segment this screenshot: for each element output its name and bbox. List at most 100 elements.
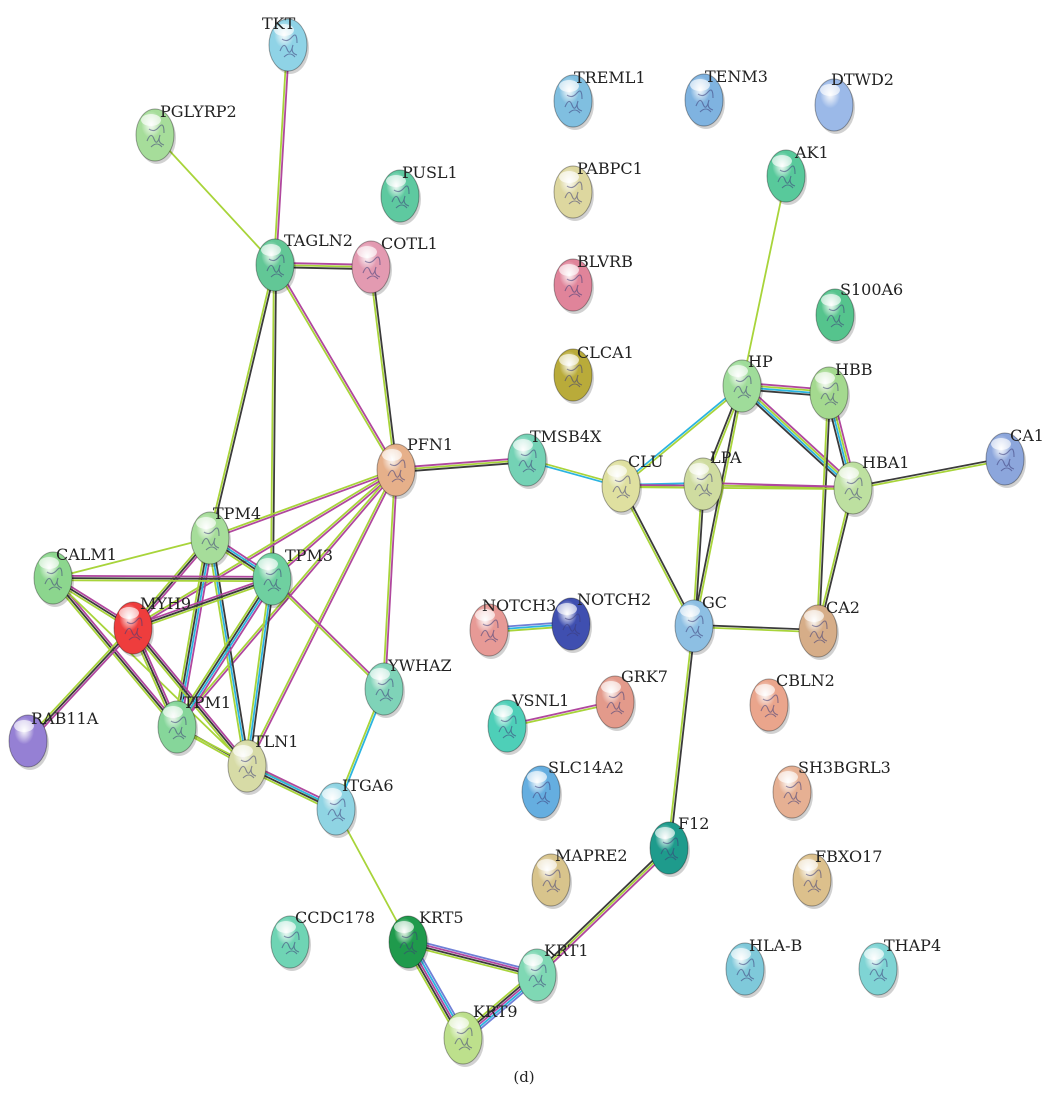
node-pusl1[interactable]: PUSL1	[380, 163, 458, 225]
node-clca1[interactable]: CLCA1	[553, 343, 634, 404]
edge-strand-yellow-green	[270, 578, 385, 691]
edge-strand-yellow-green	[52, 579, 273, 583]
edge-strand-magenta	[743, 382, 857, 487]
edge-hba1-ca1	[851, 457, 1007, 490]
figure-caption: (d)	[513, 1068, 534, 1086]
protein-structure-icon	[869, 958, 888, 982]
node-pglyrp2[interactable]: PGLYRP2	[135, 102, 237, 164]
node-clu[interactable]: CLU	[601, 452, 663, 515]
node-hla-b[interactable]: HLA-B	[725, 936, 802, 998]
edges-layer	[25, 44, 1007, 1043]
node-s100a6[interactable]: S100A6	[815, 280, 903, 344]
node-notch2[interactable]: NOTCH2	[551, 590, 651, 653]
node-treml1[interactable]: TREML1	[553, 68, 646, 130]
edge-strand-yellow-green	[25, 625, 133, 741]
node-label-lpa: LPA	[710, 448, 742, 467]
protein-structure-icon	[564, 181, 583, 205]
node-highlight	[655, 827, 675, 839]
node-tmsb4x[interactable]: TMSB4X	[507, 427, 602, 489]
node-slc14a2[interactable]: SLC14A2	[521, 758, 624, 821]
node-hp[interactable]: HP	[722, 352, 773, 415]
protein-structure-icon	[736, 958, 755, 982]
node-highlight	[537, 859, 557, 871]
protein-structure-icon	[820, 382, 839, 406]
node-thap4[interactable]: THAP4	[858, 936, 941, 998]
node-ak1[interactable]: AK1	[766, 143, 829, 205]
node-label-tpm4: TPM4	[213, 504, 261, 523]
node-label-s100a6: S100A6	[840, 280, 903, 299]
protein-structure-icon	[606, 691, 625, 715]
node-hbb[interactable]: HBB	[809, 360, 872, 422]
node-highlight	[772, 155, 792, 167]
node-vsnl1[interactable]: VSNL1	[487, 691, 569, 755]
edge-strand-yellow-green	[154, 134, 276, 266]
edge-tagln2-pfn1	[273, 263, 398, 472]
node-label-gc: GC	[702, 593, 727, 612]
edge-strand-yellow-green	[208, 468, 397, 538]
node-label-krt1: KRT1	[544, 941, 589, 960]
node-label-tagln2: TAGLN2	[284, 231, 353, 250]
edge-strand-yellow-green	[270, 468, 397, 580]
node-hba1[interactable]: HBA1	[833, 453, 909, 517]
node-label-dtwd2: DTWD2	[831, 70, 894, 89]
edge-hbb-ca2	[816, 392, 831, 632]
node-itga6[interactable]: ITGA6	[316, 776, 394, 838]
node-label-krt5: KRT5	[419, 908, 464, 927]
node-lpa[interactable]: LPA	[683, 448, 742, 513]
edge-pfn1-tmsb4x	[394, 456, 529, 474]
node-tpm4[interactable]: TPM4	[190, 504, 261, 567]
node-cbln2[interactable]: CBLN2	[749, 671, 835, 734]
node-dtwd2[interactable]: DTWD2	[814, 70, 894, 134]
node-gc[interactable]: GC	[674, 593, 727, 655]
edge-pfn1-tln1	[245, 468, 398, 768]
node-ca2[interactable]: CA2	[798, 598, 860, 660]
protein-structure-icon	[783, 781, 802, 805]
node-sh3bgrl3[interactable]: SH3BGRL3	[772, 758, 891, 821]
edge-strand-yellow-green	[620, 385, 744, 488]
node-tkt[interactable]: TKT	[262, 14, 309, 74]
node-ccdc178[interactable]: CCDC178	[270, 908, 375, 971]
node-rab11a[interactable]: RAB11A	[8, 709, 99, 770]
node-ca1[interactable]: CA1	[985, 426, 1044, 488]
node-label-blvrb: BLVRB	[577, 252, 633, 271]
node-tpm1[interactable]: TPM1	[157, 693, 231, 756]
node-ywhaz[interactable]: YWHAZ	[364, 656, 452, 718]
node-pabpc1[interactable]: PABPC1	[553, 159, 643, 221]
node-tagln2[interactable]: TAGLN2	[255, 231, 353, 294]
node-label-clu: CLU	[628, 452, 663, 471]
node-label-tpm1: TPM1	[183, 693, 231, 712]
protein-structure-icon	[733, 375, 752, 399]
node-blvrb[interactable]: BLVRB	[553, 252, 633, 314]
edge-strand-dark	[175, 577, 272, 728]
node-krt5[interactable]: KRT5	[388, 908, 464, 971]
protein-structure-icon	[279, 34, 298, 58]
protein-structure-icon	[760, 694, 779, 718]
node-fbxo17[interactable]: FBXO17	[792, 847, 882, 909]
node-mapre2[interactable]: MAPRE2	[531, 846, 628, 909]
node-grk7[interactable]: GRK7	[595, 667, 668, 731]
edge-strand-yellow-green	[536, 847, 670, 976]
node-f12[interactable]: F12	[649, 814, 709, 877]
node-tenm3[interactable]: TENM3	[684, 67, 768, 129]
edge-strand-yellow-green	[130, 628, 247, 769]
node-myh9[interactable]: MYH9	[113, 594, 191, 657]
edge-calm1-tpm3	[52, 574, 273, 583]
node-tln1[interactable]: TLN1	[227, 732, 298, 795]
node-pfn1[interactable]: PFN1	[376, 435, 453, 499]
edge-myh9-tpm3	[131, 576, 274, 631]
node-label-tenm3: TENM3	[705, 67, 768, 86]
protein-structure-icon	[362, 256, 381, 280]
edge-strand-yellow-green	[245, 468, 396, 767]
node-tpm3[interactable]: TPM3	[252, 546, 333, 608]
node-notch3[interactable]: NOTCH3	[469, 596, 556, 659]
edge-itga6-krt5	[335, 808, 409, 943]
protein-structure-icon	[168, 716, 187, 740]
edge-strand-magenta	[537, 848, 672, 978]
node-highlight	[731, 948, 751, 960]
node-calm1[interactable]: CALM1	[33, 545, 117, 607]
edge-tpm3-tpm1	[173, 576, 276, 730]
node-krt9[interactable]: KRT9	[443, 1002, 518, 1067]
node-cotl1[interactable]: COTL1	[351, 234, 438, 296]
node-krt1[interactable]: KRT1	[517, 941, 589, 1004]
